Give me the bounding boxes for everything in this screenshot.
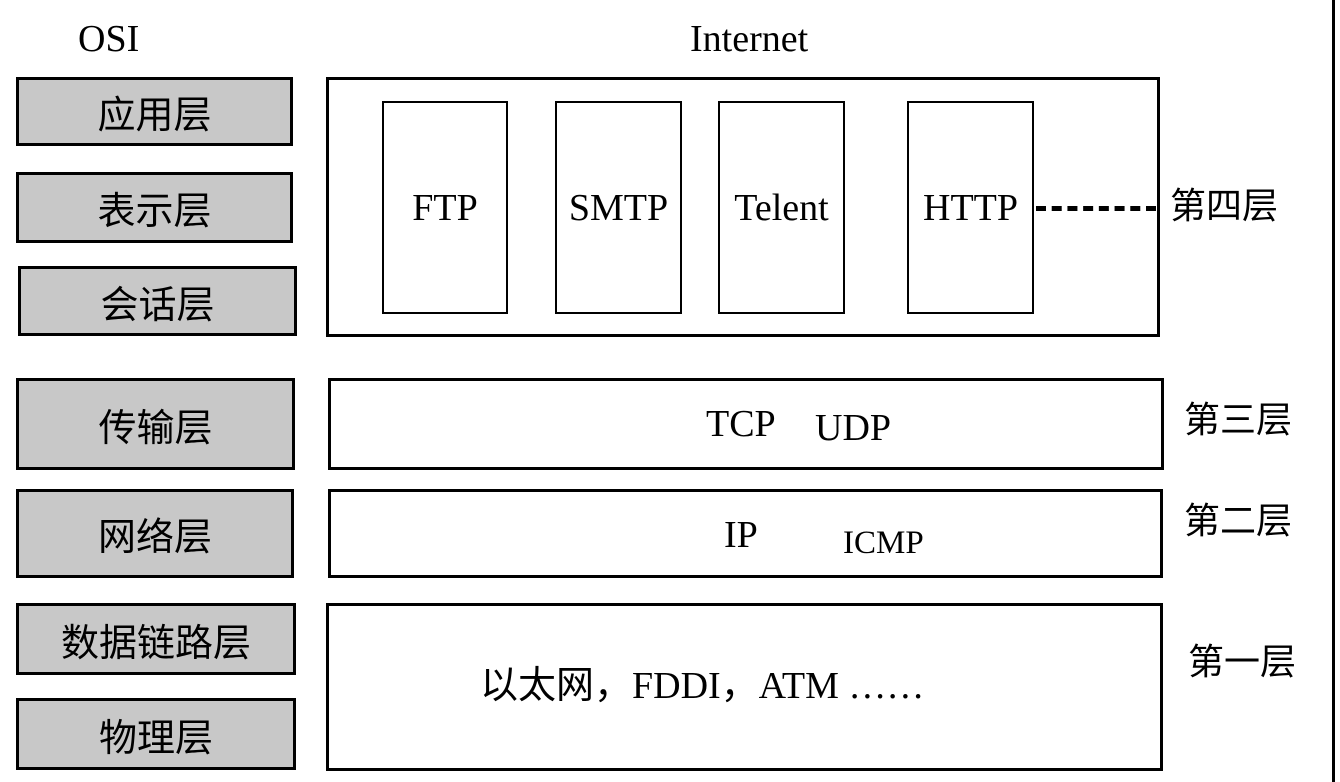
osi-datalink-layer-label: 数据链路层 [60, 620, 251, 665]
dashed-connector [1036, 206, 1156, 211]
tcp-label: TCP [706, 403, 776, 445]
osi-network-layer: 网络层 [16, 489, 294, 578]
internet-transport-box [328, 378, 1164, 470]
ip-label: IP [724, 514, 758, 556]
protocol-smtp: SMTP [555, 101, 682, 314]
internet-link-box [326, 603, 1163, 771]
layer-four-label: 第四层 [1170, 186, 1279, 227]
internet-network-box [328, 489, 1163, 578]
osi-title: OSI [78, 18, 140, 60]
osi-presentation-layer: 表示层 [16, 172, 293, 243]
osi-transport-layer-label: 传输层 [98, 405, 213, 450]
layer-three-label: 第三层 [1184, 400, 1293, 441]
protocol-ftp: FTP [382, 101, 508, 314]
protocol-ftp-label: FTP [412, 186, 478, 229]
osi-physical-layer: 物理层 [16, 698, 296, 770]
link-protocols-label: 以太网，FDDI，ATM …… [480, 665, 925, 707]
osi-session-layer-label: 会话层 [100, 282, 215, 327]
osi-session-layer: 会话层 [18, 266, 297, 336]
osi-transport-layer: 传输层 [16, 378, 295, 470]
udp-label: UDP [815, 407, 892, 449]
osi-physical-layer-label: 物理层 [98, 715, 213, 760]
protocol-http-label: HTTP [923, 186, 1018, 229]
osi-network-layer-label: 网络层 [97, 515, 212, 559]
osi-application-layer-label: 应用层 [97, 93, 212, 137]
page-border-right [1332, 0, 1335, 782]
layer-two-label: 第二层 [1184, 501, 1293, 542]
osi-datalink-layer: 数据链路层 [16, 603, 296, 675]
layer-one-label: 第一层 [1188, 642, 1297, 683]
protocol-telent-label: Telent [734, 186, 829, 229]
icmp-label: ICMP [843, 525, 924, 561]
protocol-telent: Telent [718, 101, 845, 314]
osi-presentation-layer-label: 表示层 [97, 189, 212, 233]
protocol-smtp-label: SMTP [568, 186, 669, 229]
internet-title: Internet [690, 18, 809, 60]
osi-application-layer: 应用层 [16, 77, 293, 146]
protocol-http: HTTP [907, 101, 1034, 314]
